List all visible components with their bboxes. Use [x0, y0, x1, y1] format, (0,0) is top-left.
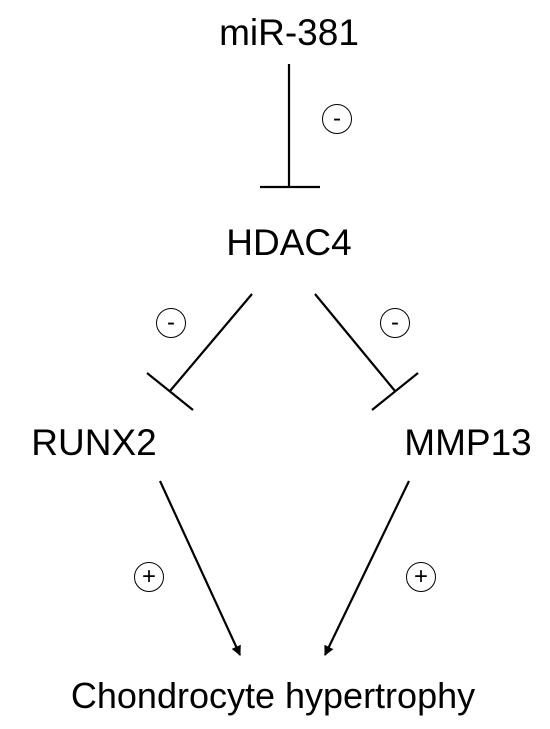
node-hdac4: HDAC4: [226, 222, 352, 263]
inhibition-bar-runx2: [146, 372, 194, 411]
edge-mmp13-to-outcome: [324, 480, 410, 656]
edge-hdac4-to-mmp13: [314, 293, 396, 392]
sign-edge-hdac4-mmp13: -: [380, 308, 410, 338]
node-runx2: RUNX2: [31, 422, 157, 463]
node-chondrocyte-hypertrophy: Chondrocyte hypertrophy: [70, 675, 476, 716]
sign-edge-runx2-outcome: +: [134, 562, 164, 592]
node-mir-381: miR-381: [219, 12, 359, 53]
edge-runx2-to-outcome: [159, 480, 241, 656]
sign-edge-mir-hdac4: -: [322, 104, 352, 134]
sign-edge-hdac4-runx2: -: [156, 308, 186, 338]
edge-hdac4-to-runx2: [169, 293, 253, 392]
node-mmp13: MMP13: [404, 422, 532, 463]
inhibition-bar-mmp13: [371, 372, 419, 411]
sign-edge-mmp13-outcome: +: [406, 562, 436, 592]
